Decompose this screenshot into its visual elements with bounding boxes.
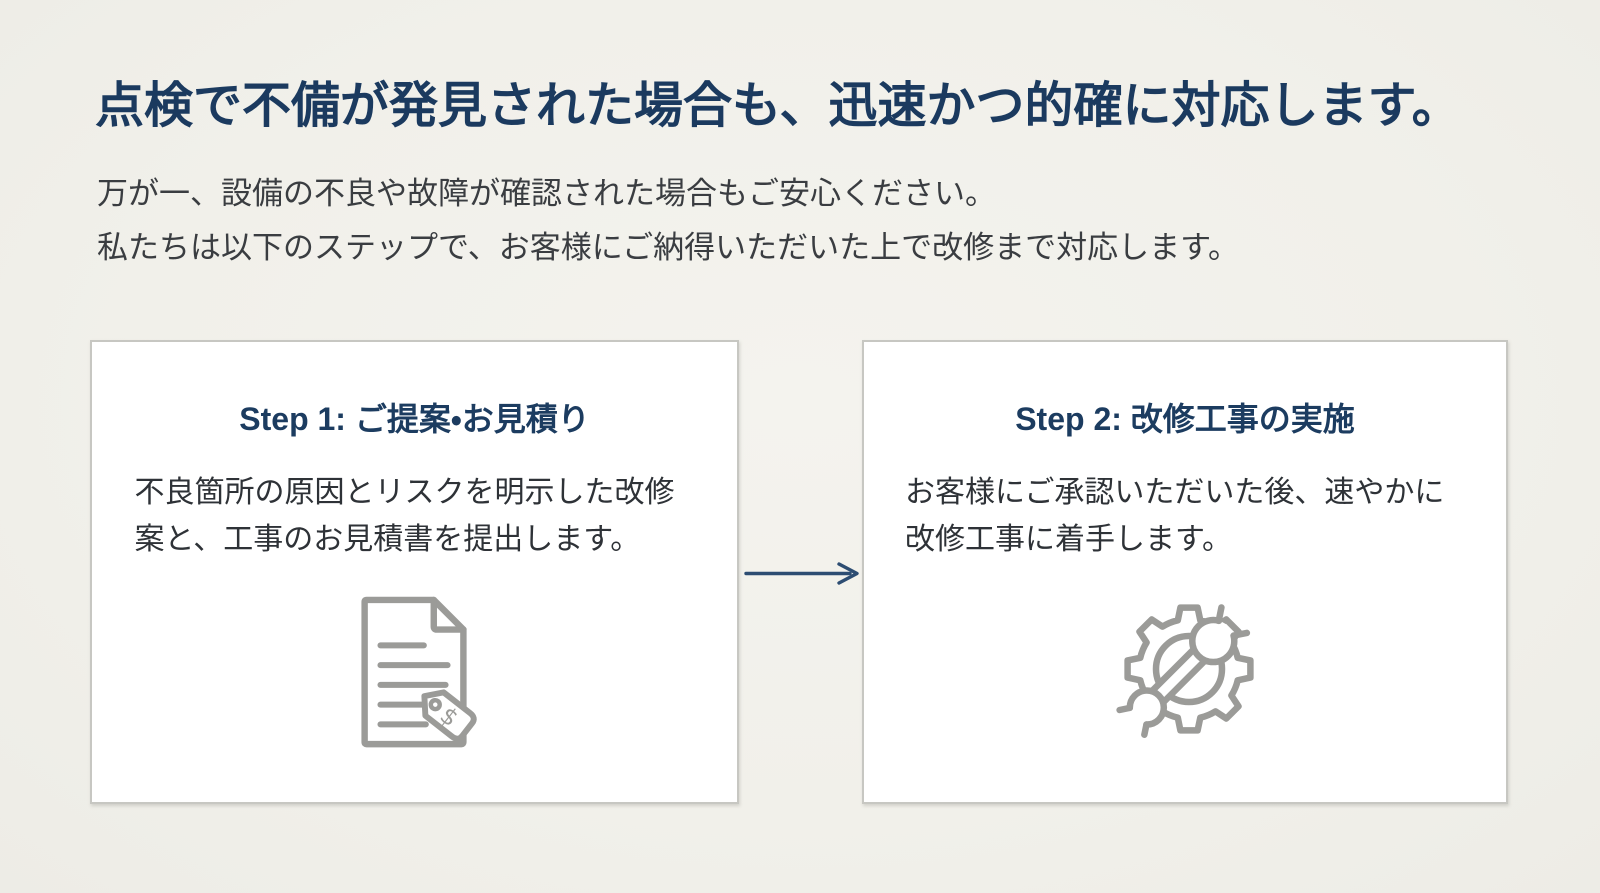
step-2-icon-wrap: [1103, 563, 1268, 802]
step-2-title: Step 2: 改修工事の実施: [1015, 401, 1355, 437]
gear-wrench-icon: [1115, 603, 1254, 738]
step-1-title: Step 1: ご提案・お見積り: [239, 401, 590, 437]
intro-line-2: 私たちは以下のステップで、お客様にご納得いただいた上で改修まで対応します。: [97, 230, 1240, 265]
intro-line-1: 万が一、設備の不良や故障が確認された場合もご安心ください。: [97, 176, 996, 211]
step-1-body: 不良箇所の原因とリスクを明示した改修案と、工事のお見積書を提出します。: [134, 476, 675, 556]
page-title: 点検で不備が発見された場合も、迅速かつ的確に対応します。: [95, 79, 1461, 133]
step-1-icon-wrap: $: [340, 563, 490, 802]
step-2-body: お客様にご承認いただいた後、速やかに改修工事に着手します。: [905, 476, 1445, 556]
step-1-card: Step 1: ご提案・お見積り 不良箇所の原因とリスクを明示した改修案と、工事…: [90, 340, 739, 804]
document-price-tag-icon: $: [360, 596, 477, 747]
step-2-card: Step 2: 改修工事の実施 お客様にご承認いただいた後、速やかに改修工事に着…: [862, 340, 1508, 804]
price-tag: $: [420, 688, 477, 742]
arrow-right-icon: [744, 562, 859, 585]
wrench: [1115, 603, 1250, 738]
